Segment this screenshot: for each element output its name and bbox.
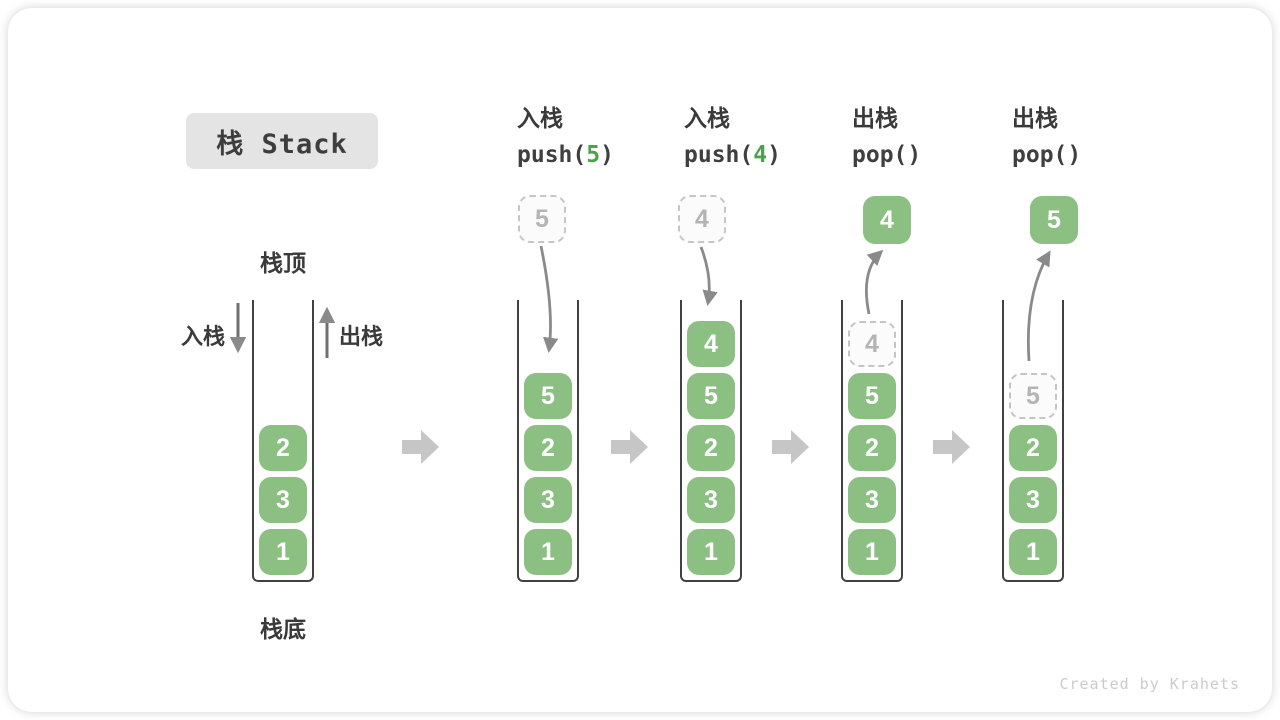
stack-cell-ghost: 5 (1009, 373, 1057, 419)
title-text: 栈 Stack (216, 128, 348, 160)
stack-cell: 5 (687, 373, 735, 419)
code-pre: pop() (1012, 142, 1082, 168)
stack-container-after-push4: 4 5 2 3 1 (680, 300, 742, 582)
stack-cell: 1 (524, 529, 572, 575)
pushed-value-ghost-box: 5 (518, 195, 566, 243)
watermark-credit: Created by Krahets (1059, 675, 1240, 693)
stack-cell: 5 (848, 373, 896, 419)
stack-cell: 3 (524, 477, 572, 523)
stack-cell: 2 (687, 425, 735, 471)
stack-cell: 1 (259, 529, 307, 575)
op-code: push(4) (684, 140, 844, 170)
stack-container-after-pop5: 5 2 3 1 (1002, 300, 1064, 582)
title-badge: 栈 Stack (186, 113, 378, 169)
pushed-value-ghost-box: 4 (678, 195, 726, 243)
stack-cell: 1 (1009, 529, 1057, 575)
label-pop-out: 出栈 (339, 324, 384, 349)
stack-cell: 1 (848, 529, 896, 575)
stack-cell: 3 (259, 477, 307, 523)
stack-container-initial: 2 3 1 (252, 300, 314, 582)
op-code: push(5) (517, 140, 677, 170)
stack-cell: 3 (1009, 477, 1057, 523)
stack-cell: 1 (687, 529, 735, 575)
code-pre: pop() (852, 142, 922, 168)
operation-label-push5: 入栈 push(5) (517, 104, 677, 170)
stack-cell: 3 (848, 477, 896, 523)
code-post: ) (767, 142, 781, 168)
operation-label-pop2: 出栈 pop() (1012, 104, 1172, 170)
stack-cell: 2 (259, 425, 307, 471)
popped-value-box: 5 (1030, 196, 1078, 244)
label-stack-top: 栈顶 (260, 250, 306, 276)
code-pre: push( (684, 142, 754, 168)
op-name-cn: 出栈 (852, 105, 898, 131)
stack-cell: 2 (1009, 425, 1057, 471)
stack-cell: 2 (524, 425, 572, 471)
code-arg: 4 (753, 142, 768, 168)
op-name-cn: 出栈 (1012, 105, 1058, 131)
popped-value-box: 4 (863, 196, 911, 244)
op-code: pop() (852, 140, 1012, 170)
code-post: ) (600, 142, 614, 168)
op-code: pop() (1012, 140, 1172, 170)
op-name-cn: 入栈 (517, 105, 563, 131)
code-arg: 5 (586, 142, 601, 168)
operation-label-push4: 入栈 push(4) (684, 104, 844, 170)
op-name-cn: 入栈 (684, 105, 730, 131)
stack-cell: 4 (687, 321, 735, 367)
code-pre: push( (517, 142, 587, 168)
label-push-in: 入栈 (181, 324, 226, 349)
stack-cell: 2 (848, 425, 896, 471)
operation-label-pop1: 出栈 pop() (852, 104, 1012, 170)
stack-cell: 3 (687, 477, 735, 523)
stack-cell-ghost: 4 (848, 321, 896, 367)
stack-container-after-push5: 5 2 3 1 (517, 300, 579, 582)
label-stack-bottom: 栈底 (260, 616, 306, 642)
stack-cell: 5 (524, 373, 572, 419)
stack-container-after-pop4: 4 5 2 3 1 (841, 300, 903, 582)
